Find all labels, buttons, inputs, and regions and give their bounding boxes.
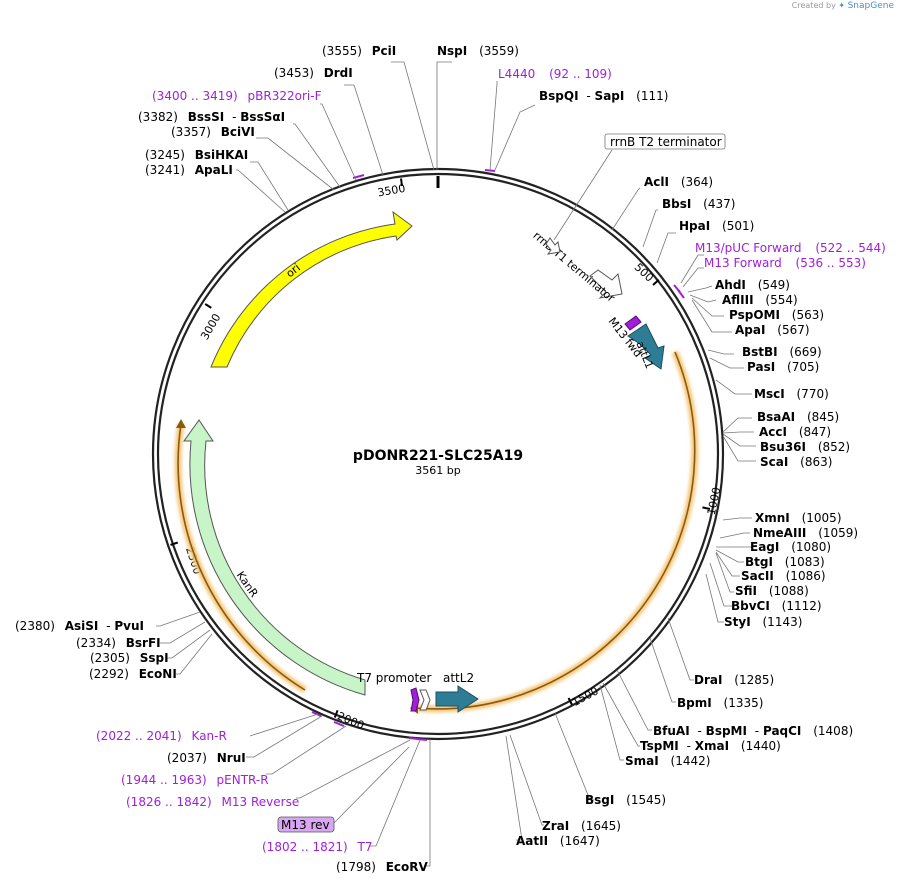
- enzyme-bsu36i: Bsu36I (852): [760, 440, 850, 454]
- rrnb-t1-label: rrnB T1 terminator: [530, 229, 617, 305]
- tick-2000: 2000: [335, 709, 366, 732]
- m13rev-label: M13 rev: [281, 818, 330, 832]
- primer-labels: L4440 (92 .. 109) (3400 .. 3419) pBR322o…: [96, 67, 886, 854]
- enzyme-bsrfi: (2334) BsrFI: [76, 636, 161, 650]
- enzyme-acli: AclI (364): [644, 175, 713, 189]
- enzyme-sacii: SacII (1086): [741, 569, 826, 583]
- enzyme-apai: ApaI (567): [735, 323, 810, 337]
- enzyme-econi: (2292) EcoNI: [89, 667, 177, 681]
- t7-promoter-feature: T7 promoter: [356, 671, 432, 712]
- enzyme-bstbi: BstBI (669): [742, 345, 822, 359]
- enzyme-bspqi: BspQI - SapI (111): [539, 89, 668, 103]
- enzyme-pcii: (3555) PciI: [322, 44, 396, 58]
- credit-prefix: Created by: [791, 1, 836, 10]
- enzyme-apali: (3241) ApaLI: [145, 163, 233, 177]
- backbone: [151, 167, 725, 741]
- enzyme-acci: AccI (847): [759, 425, 831, 439]
- enzyme-hpai: HpaI (501): [679, 219, 754, 233]
- enzyme-bbvci: BbvCI (1112): [731, 599, 822, 613]
- tick-3000: 3000: [198, 311, 223, 342]
- primer-l4440: L4440 (92 .. 109): [498, 67, 612, 81]
- m13rev-feature: M13 rev: [277, 746, 410, 833]
- plasmid-size: 3561 bp: [415, 464, 460, 477]
- primer-t7: (1802 .. 1821) T7: [262, 840, 373, 854]
- enzyme-scai: ScaI (863): [760, 455, 832, 469]
- kanr-feature: KanR: [183, 419, 366, 696]
- leader-lines: [156, 61, 756, 867]
- ori-feature: ori: [210, 210, 413, 368]
- snapgene-credit: Created by ✦ SnapGene: [792, 1, 894, 11]
- primer-m13-puc-forward: M13/pUC Forward (522 .. 544): [695, 241, 886, 255]
- enzyme-xmni: XmnI (1005): [755, 511, 842, 525]
- enzyme-ecorv: (1798) EcoRV: [336, 860, 429, 874]
- enzyme-afliii: AflIII (554): [722, 293, 798, 307]
- enzyme-labels: (3555) PciI NspI (3559) (3453) DrdI BspQ…: [15, 44, 858, 874]
- plasmid-name: pDONR221-SLC25A19: [353, 448, 523, 464]
- enzyme-eagi: EagI (1080): [750, 540, 831, 554]
- tick-1500: 1500: [570, 684, 601, 709]
- tick-1000: 1000: [705, 486, 724, 516]
- enzyme-nrui: (2037) NruI: [167, 751, 246, 765]
- enzyme-sfii: SfiI (1088): [735, 584, 809, 598]
- enzyme-bsgi: BsgI (1545): [585, 793, 666, 807]
- enzyme-drai: DraI (1285): [694, 673, 774, 687]
- orange-region-left: [174, 419, 307, 693]
- rrnb-t2-feature: rrnB T2 terminator: [545, 133, 726, 255]
- tick-500: 500: [632, 261, 656, 285]
- enzyme-tspmi: TspMI - XmaI (1440): [640, 739, 781, 753]
- primer-marks: [311, 169, 685, 741]
- attl2-feature: attL2: [435, 671, 479, 713]
- primer-kan-r: (2022 .. 2041) Kan-R: [96, 729, 227, 743]
- enzyme-bcivi: (3357) BciVI: [171, 125, 255, 139]
- enzyme-bpmi: BpmI (1335): [677, 696, 763, 710]
- enzyme-pspomi: PspOMI (563): [729, 308, 824, 322]
- rrnb-t1-feature: rrnB T1 terminator: [530, 229, 623, 305]
- primer-pentr-r: (1944 .. 1963) pENTR-R: [121, 773, 269, 787]
- enzyme-bsihkai: (3245) BsiHKAI: [145, 148, 248, 162]
- enzyme-drdi: (3453) DrdI: [274, 66, 353, 80]
- primer-pbr322ori-f: (3400 .. 3419) pBR322ori-F: [152, 89, 322, 103]
- orange-region-right: [410, 350, 699, 714]
- t7-promoter-label: T7 promoter: [356, 671, 432, 685]
- enzyme-sspi: (2305) SspI: [90, 651, 169, 665]
- enzyme-bsssi: (3382) BssSI - BssSαI: [138, 110, 285, 124]
- enzyme-nmeaiii: NmeAIII (1059): [753, 526, 858, 540]
- enzyme-zrai: ZraI (1645): [542, 819, 621, 833]
- enzyme-bbsi: BbsI (437): [662, 197, 735, 211]
- enzyme-ahdi: AhdI (549): [715, 278, 790, 292]
- enzyme-bfuai: BfuAI - BspMI - PaqCI (1408): [653, 724, 853, 738]
- primer-m13-forward: M13 Forward (536 .. 553): [704, 256, 866, 270]
- snapgene-logo-icon: ✦: [838, 1, 846, 10]
- tick-3500: 3500: [377, 182, 407, 200]
- enzyme-msci: MscI (770): [754, 387, 829, 401]
- enzyme-nspi: NspI (3559): [437, 44, 519, 58]
- enzyme-aatii: AatII (1647): [516, 834, 600, 848]
- primer-m13-reverse: (1826 .. 1842) M13 Reverse: [126, 795, 299, 809]
- enzyme-asisi: (2380) AsiSI - PvuI: [15, 619, 144, 633]
- rrnb-t2-label: rrnB T2 terminator: [610, 135, 722, 149]
- enzyme-smai: SmaI (1442): [625, 754, 710, 768]
- enzyme-btgi: BtgI (1083): [745, 555, 825, 569]
- tick-marks: [170, 178, 711, 718]
- enzyme-bsaai: BsaAI (845): [757, 410, 839, 424]
- credit-brand: SnapGene: [847, 1, 894, 11]
- attl2-label: attL2: [443, 671, 474, 685]
- enzyme-pasi: PasI (705): [747, 360, 819, 374]
- enzyme-styi: StyI (1143): [724, 615, 802, 629]
